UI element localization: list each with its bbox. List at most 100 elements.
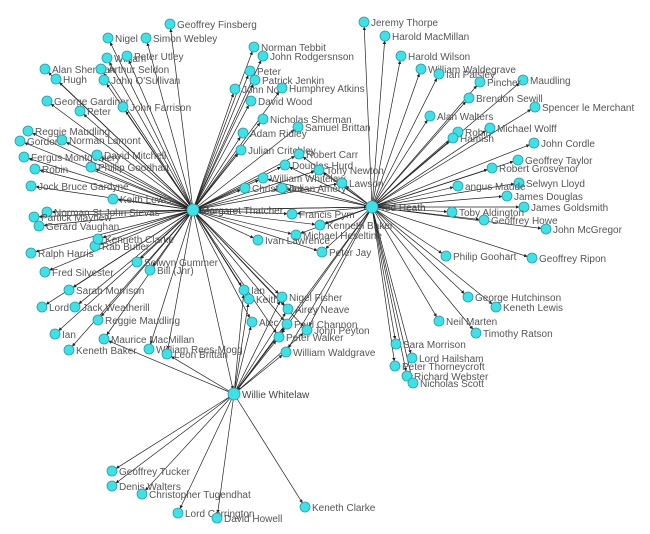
node-kenneth-clarke[interactable]: Kenneth Clarke [92, 233, 174, 246]
node-neil-marten[interactable]: Neil Marten [433, 315, 497, 328]
node-paul-channon[interactable]: Paul Channon [281, 318, 357, 331]
node-kenneth-baker[interactable]: Kenneth Baker [314, 219, 394, 232]
node-harold-wilson[interactable]: Harold Wilson [395, 50, 470, 63]
node-jack-weatherill[interactable]: Jack Weatherill [69, 301, 150, 314]
node-lord-hailsham[interactable]: Lord Hailsham [406, 352, 483, 365]
node-partick-mayhew[interactable]: Partick Mayhew [28, 211, 112, 224]
node-brendon-sewill[interactable]: Brendon Sewill [463, 92, 543, 105]
node-pincher[interactable]: Pincher [474, 76, 522, 89]
node-harold-macmillan[interactable]: Harold MacMillan [379, 30, 469, 43]
node-david-wood[interactable]: David Wood [245, 95, 312, 108]
node-toby-aldington[interactable]: Toby Aldington [446, 206, 524, 219]
node-peter-thorneycroft[interactable]: Peter Thorneycroft [389, 360, 485, 373]
node-selwyn-gummer[interactable]: Selwyn Gummer [131, 256, 219, 269]
node-ian-paisley[interactable]: Ian Paisley [433, 68, 495, 81]
node-james-goldsmith[interactable]: James Goldsmith [518, 201, 608, 214]
node-arthur-seldon[interactable]: Arthur Seldon [95, 63, 169, 76]
node-adam-ridley[interactable]: Adam Ridley [237, 127, 307, 140]
node-john-peyton[interactable]: John Peyton [301, 324, 370, 337]
node-hamish[interactable]: Hamish [447, 132, 494, 145]
node-timothy-ratson[interactable]: Timothy Ratson [470, 327, 553, 340]
node-peter-jay[interactable]: Peter Jay [316, 246, 371, 259]
node-robin[interactable]: Robin [29, 163, 68, 176]
node-reggie-maudling[interactable]: Reggie Maudling [92, 314, 180, 327]
node-julian-amery[interactable]: Julian Amery [276, 182, 346, 195]
node-nigel[interactable]: Nigel [102, 32, 138, 45]
node-michael-wolff[interactable]: Michael Wolff [484, 122, 557, 135]
node-ian[interactable]: Ian [238, 284, 265, 297]
node-simon-webley[interactable]: Simon Webley [140, 32, 217, 45]
node-francis-pym[interactable]: Francis Pym [286, 208, 355, 221]
node-fergus-montgomery[interactable]: Fergus Montgomery [18, 151, 120, 164]
node-bill-jnr[interactable]: Bill (Jnr) [144, 264, 194, 277]
node-peter-walker[interactable]: Peter Walker [273, 331, 344, 344]
node-geoffrey-taylor[interactable]: Geoffrey Taylor [512, 154, 593, 167]
node-richard-webster[interactable]: Richard Webster [401, 370, 489, 383]
node-norman-lamont[interactable]: Norman Lamont [56, 134, 141, 147]
node-nigel-fisher[interactable]: Nigel Fisher [276, 291, 343, 304]
node-peter-utley[interactable]: Peter Utley [121, 50, 183, 63]
node-john-cordle[interactable]: John Cordle [528, 137, 595, 150]
node-john-o-sullivan[interactable]: John O'Sullivan [98, 74, 180, 87]
node-alan-sherman[interactable]: Alan Sherman [39, 63, 115, 76]
node-nicholas-scott[interactable]: Nicholas Scott [407, 377, 484, 390]
node-samuel-brittan[interactable]: Samuel Brittan [292, 121, 371, 134]
node-gordon[interactable]: Gordon [14, 135, 60, 148]
node-philip-goohart[interactable]: Philip Goohart [440, 250, 517, 263]
node-ralph-harris[interactable]: Ralph Harris [25, 247, 94, 260]
node-fred-silvester[interactable]: Fred Silvester [39, 266, 114, 279]
node-james-douglas[interactable]: James Douglas [501, 190, 583, 203]
node-john-rodgersnson[interactable]: John Rodgersnson [257, 50, 354, 63]
node-keith[interactable]: Keith [243, 293, 279, 306]
node-george-hutchinson[interactable]: George Hutchinson [462, 291, 561, 304]
node-william-waldgrave[interactable]: William Waldgrave [280, 346, 376, 359]
node-norman-tebbit[interactable]: Norman Tebbit [248, 41, 326, 54]
node-patrick-jenkin[interactable]: Patrick Jenkin [249, 74, 324, 87]
node-norman-st-john-stevas[interactable]: Norman St John Stevas [41, 206, 160, 219]
node-robert-carr[interactable]: Robert Carr [293, 148, 359, 161]
node-sarah-morrison[interactable]: Sarah Morrison [63, 284, 144, 297]
node-david-howell[interactable]: David Howell [211, 512, 282, 525]
node-nicholas-sherman[interactable]: Nicholas Sherman [257, 113, 352, 126]
node-sara-morrison[interactable]: Sara Morrison [390, 338, 466, 351]
node-robert-grosvenor[interactable]: Robert Grosvenor [486, 162, 579, 175]
node-lord[interactable]: Lord [36, 301, 69, 314]
node-john-farrison[interactable]: John Farrison [117, 101, 191, 114]
node-christopher-tugendhat[interactable]: Christopher Tugendhat [136, 488, 251, 501]
node-peter[interactable]: Peter [244, 65, 282, 78]
node-jeremy-thorpe[interactable]: Jeremy Thorpe [358, 16, 439, 29]
node-william-waldegrave[interactable]: William Waldegrave [415, 63, 516, 76]
node-reggie-maudling[interactable]: Reggie Maudling [22, 125, 110, 138]
node-keneth-clarke[interactable]: Keneth Clarke [299, 501, 376, 514]
node-alec[interactable]: Alec [246, 316, 278, 329]
node-hugh[interactable]: Hugh [50, 73, 87, 86]
node-maurice-macmillan[interactable]: Maurice MacMillan [98, 333, 194, 346]
node-phillip-goodhart[interactable]: Phillip Goodhart [85, 161, 169, 174]
node-john-mcgregor[interactable]: John McGregor [540, 223, 623, 236]
node-william-rees-mogg[interactable]: William Rees-Mogg [143, 343, 243, 356]
node-keneth-lewis[interactable]: Keneth Lewis [490, 301, 563, 314]
node-william-whitelaw[interactable]: William Whitelaw [257, 172, 346, 185]
node-keith-lewis[interactable]: Keith Lewis [107, 193, 171, 206]
node-margaret-thatcher[interactable]: Margaret Thatcher [186, 203, 284, 217]
node-maudling[interactable]: Maudling [517, 74, 571, 87]
node-spencer-le-merchant[interactable]: Spencer le Merchant [529, 101, 634, 114]
node-ian[interactable]: Ian [49, 328, 76, 341]
node-leon-brittan[interactable]: Leon Brittan [161, 348, 228, 361]
node-michael-heseltine[interactable]: Michael Heseltine [290, 229, 382, 242]
node-angus-maude[interactable]: angus Maude [452, 180, 526, 193]
node-geoffrey-ripon[interactable]: Geoffrey Ripon [526, 252, 606, 265]
node-humphrey-atkins[interactable]: Humphrey Atkins [276, 82, 365, 95]
node-denis-walters[interactable]: Denis Walters [106, 480, 181, 493]
node-geoffrey-finsberg[interactable]: Geoffrey Finsberg [164, 18, 257, 31]
node-geoffrey-tucker[interactable]: Geoffrey Tucker [106, 465, 191, 478]
node-lawson[interactable]: Lawson [336, 177, 383, 190]
node-david-mitchell[interactable]: David Mitchell [91, 149, 166, 162]
node-tony-newton[interactable]: Tony Newton [313, 164, 384, 177]
node-gerard-vaughan[interactable]: Gerard Vaughan [33, 220, 119, 233]
node-julian-critchley[interactable]: Julian Critchley [235, 144, 316, 157]
node-peter[interactable]: Peter [74, 105, 112, 118]
node-alan-walters[interactable]: Alan Walters [424, 110, 493, 123]
node-airey-neave[interactable]: Airey Neave [282, 303, 350, 316]
node-ivan-lawrence[interactable]: Ivan Lawrence [252, 234, 330, 247]
